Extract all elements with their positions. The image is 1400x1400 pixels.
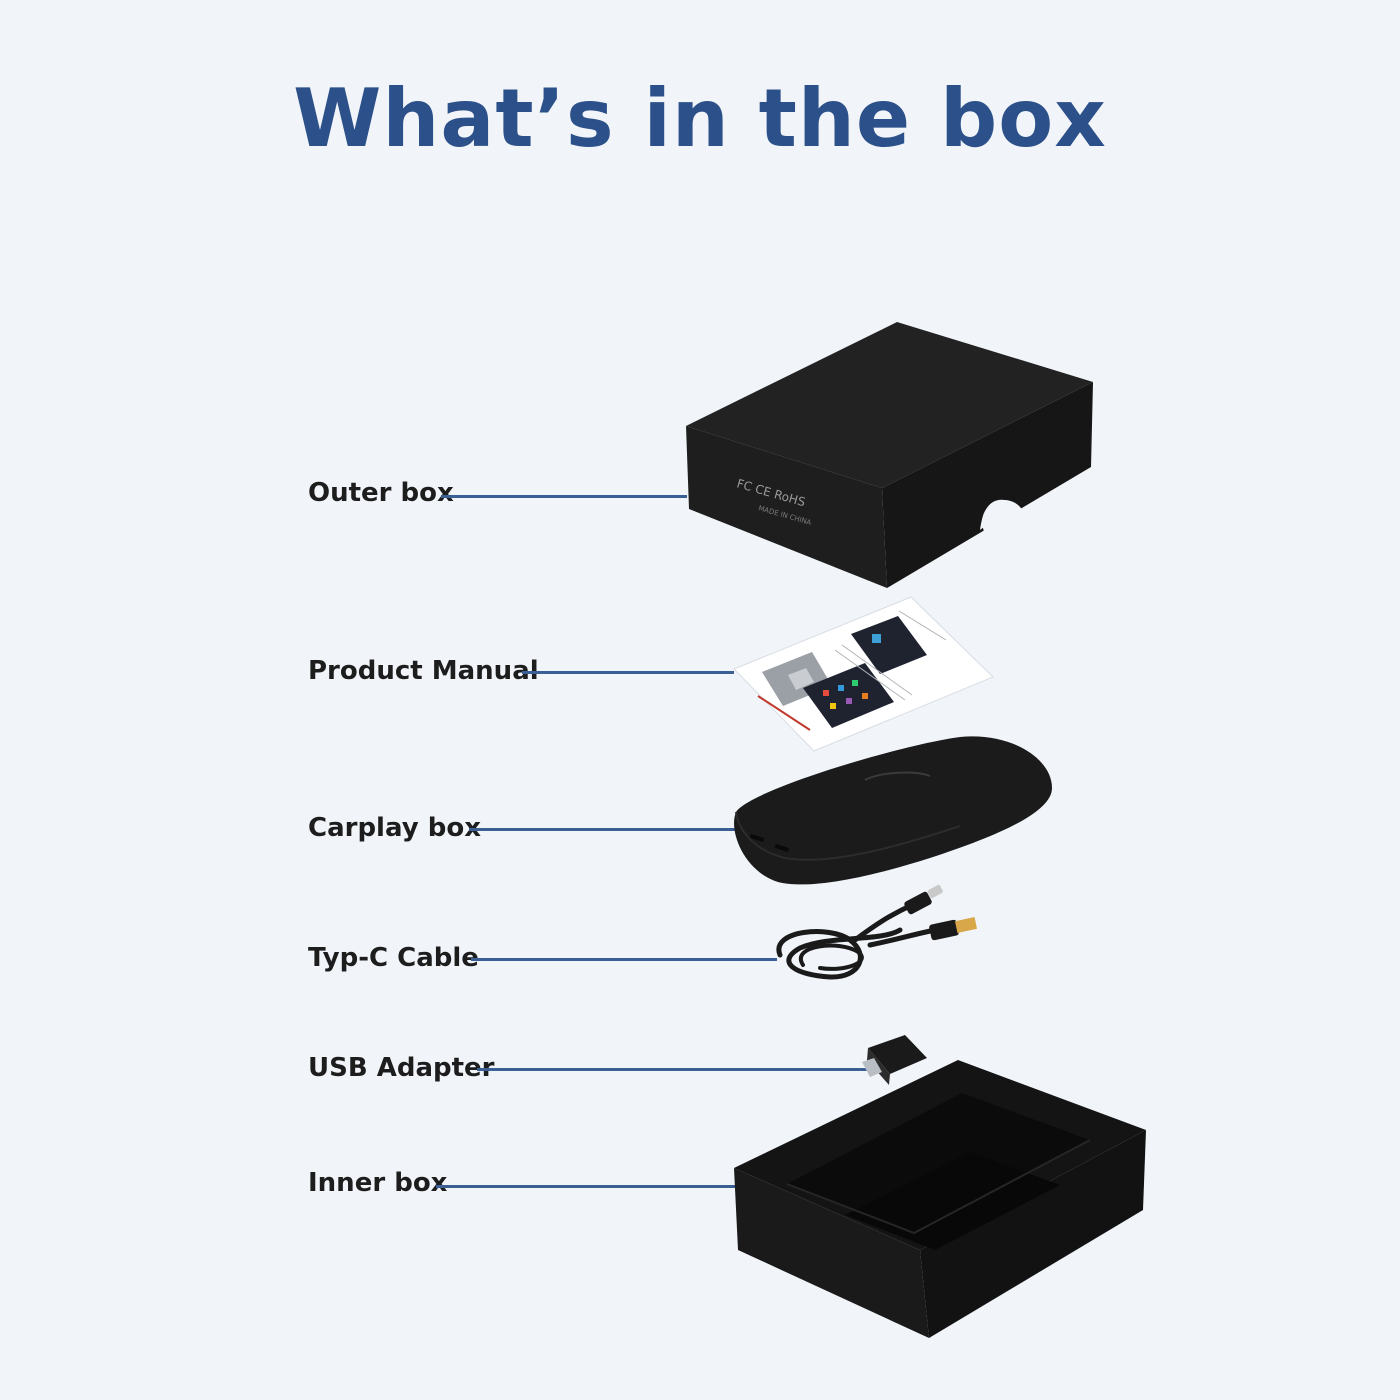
page-title: What’s in the box	[293, 72, 1107, 165]
label-carplay-box: Carplay box	[308, 813, 481, 843]
typc-cable-image	[776, 884, 978, 980]
label-usb-adapter: USB Adapter	[308, 1053, 495, 1083]
carplay-box-image	[734, 736, 1052, 885]
label-outer-box: Outer box	[308, 478, 454, 508]
leader-line-typc-cable	[471, 958, 777, 961]
leader-line-product-manual	[522, 671, 734, 674]
inner-box-image	[734, 1060, 1146, 1338]
leader-line-carplay-box	[469, 828, 736, 831]
leader-line-usb-adapter	[477, 1068, 867, 1071]
usb-adapter-image	[862, 1035, 927, 1085]
label-inner-box: Inner box	[308, 1168, 448, 1198]
product-manual-image	[733, 596, 994, 752]
leader-line-inner-box	[436, 1185, 762, 1188]
outer-box-image: FC CE RoHS MADE IN CHINA	[686, 322, 1093, 588]
label-product-manual: Product Manual	[308, 656, 539, 686]
leader-line-outer-box	[441, 495, 687, 498]
label-typc-cable: Typ-C Cable	[308, 943, 479, 973]
